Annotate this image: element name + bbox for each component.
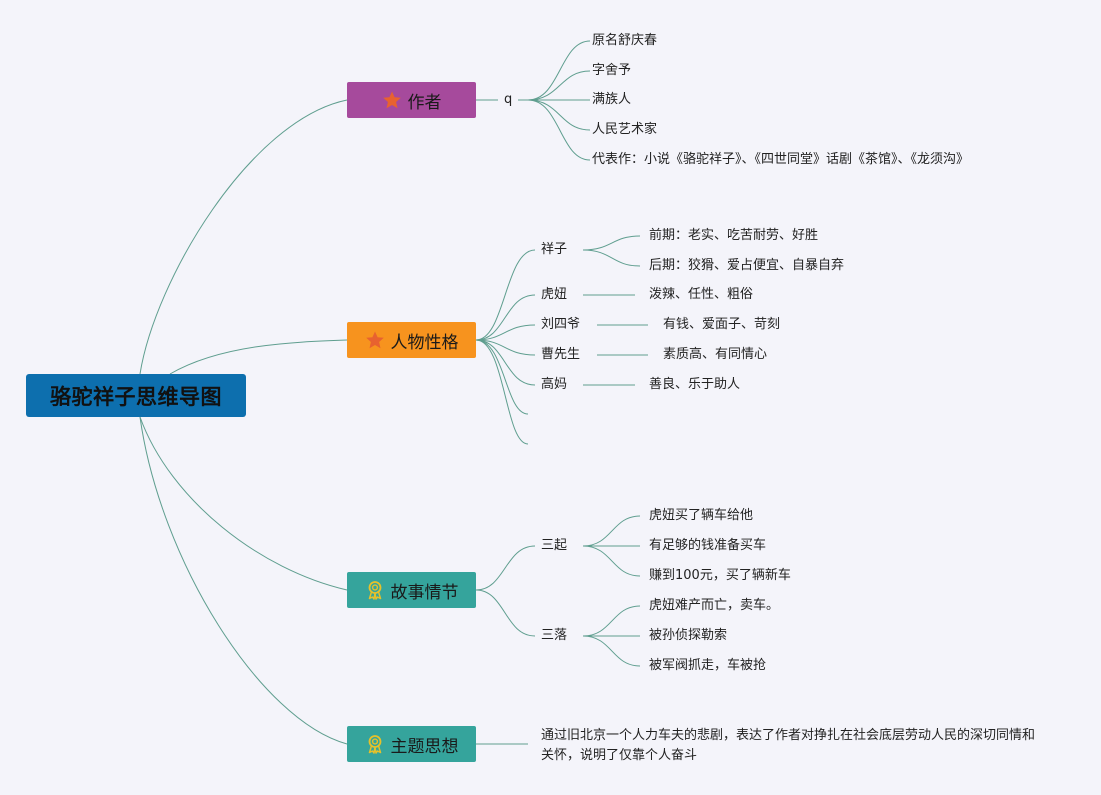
award-ribbon-icon [365,580,385,600]
connector-plot-1 [475,545,536,591]
plot-event[interactable]: 赚到100元，买了辆新车 [649,568,791,583]
plot-event[interactable]: 被军阀抓走，车被抢 [649,658,767,673]
connector-char-6 [475,339,529,415]
branch-author-label: 作者 [407,92,442,113]
plot-event[interactable]: 被孙侦探勒索 [649,628,728,643]
author-item[interactable]: 原名舒庆春 [592,33,658,48]
author-item[interactable]: 代表作：小说《骆驼祥子》、《四世同堂》话剧《茶馆》、《龙须沟》 [592,152,970,167]
connector-plot-2 [475,589,536,637]
connector-rise-1 [582,515,641,547]
branch-plot-label: 故事情节 [390,582,459,603]
branch-theme[interactable]: 主题思想 [347,726,476,762]
branch-author[interactable]: 作者 [347,82,476,118]
character-name[interactable]: 虎妞 [541,287,568,302]
author-item[interactable]: 满族人 [592,92,632,107]
connector-char-7 [475,339,529,445]
character-trait[interactable]: 泼辣、任性、粗俗 [649,287,754,302]
branch-characters[interactable]: 人物性格 [347,322,476,358]
connector-xiangzi-1 [582,235,641,251]
character-trait[interactable]: 善良、乐于助人 [649,377,741,392]
connector-fall-3 [582,635,641,667]
character-name[interactable]: 刘四爷 [541,317,581,332]
character-trait[interactable]: 素质高、有同情心 [663,347,768,362]
plot-event[interactable]: 有足够的钱准备买车 [649,538,767,553]
author-item[interactable]: 字舍予 [592,63,632,78]
connector-fall-1 [582,605,641,637]
plot-phase[interactable]: 三落 [541,628,568,643]
character-trait[interactable]: 后期：狡猾、爱占便宜、自暴自弃 [649,258,845,273]
connector-char-3 [475,324,536,341]
plot-phase[interactable]: 三起 [541,538,568,553]
connector-char-5 [475,339,536,386]
branch-characters-label: 人物性格 [390,332,459,353]
plot-event[interactable]: 虎妞难产而亡，卖车。 [649,598,780,613]
author-connector-char: q [504,92,513,107]
theme-text[interactable]: 通过旧北京一个人力车夫的悲剧，表达了作者对挣扎在社会底层劳动人民的深切同情和关怀… [541,728,1036,763]
connector-author-5 [527,99,591,161]
connector-root-plot [139,416,348,591]
connector-author-1 [527,40,591,101]
character-name[interactable]: 高妈 [541,377,568,392]
character-name[interactable]: 曹先生 [541,347,581,362]
connector-char-4 [475,339,536,356]
star-icon [365,330,385,350]
branch-theme-label: 主题思想 [390,736,459,757]
root-title: 骆驼祥子思维导图 [50,384,222,409]
connector-root-theme [139,416,348,745]
connector-author-2 [527,70,591,101]
author-item[interactable]: 人民艺术家 [592,122,658,137]
branch-plot[interactable]: 故事情节 [347,572,476,608]
character-trait[interactable]: 前期：老实、吃苦耐劳、好胜 [649,228,819,243]
connector-author-4 [527,99,591,131]
star-icon [382,90,402,110]
connector-char-2 [475,294,536,341]
connector-rise-3 [582,545,641,577]
connector-char-1 [475,249,536,341]
connector-root-character [169,339,348,375]
character-trait[interactable]: 有钱、爱面子、苛刻 [663,317,781,332]
award-ribbon-icon [365,734,385,754]
root-node[interactable]: 骆驼祥子思维导图 [26,374,246,417]
plot-event[interactable]: 虎妞买了辆车给他 [649,508,754,523]
connector-root-author [139,99,348,375]
connector-xiangzi-2 [582,249,641,267]
character-name[interactable]: 祥子 [541,242,568,257]
